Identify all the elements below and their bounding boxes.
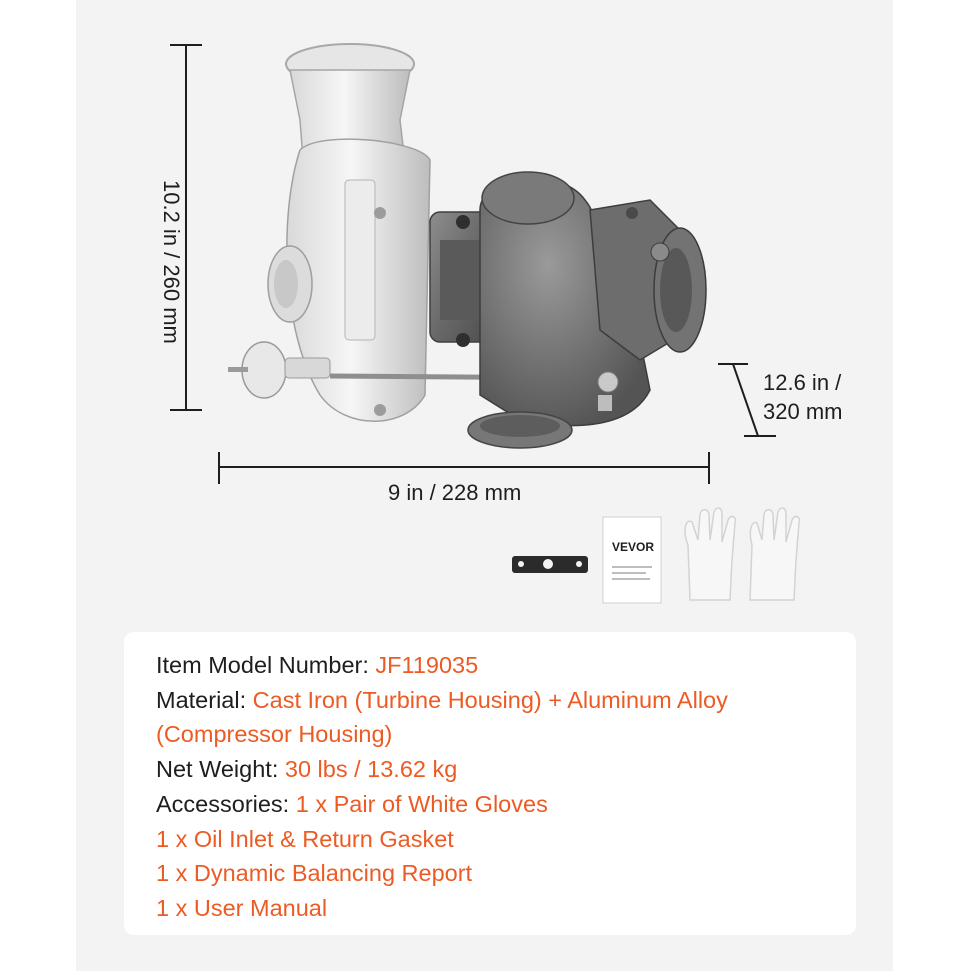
accessory-item: 1 x Dynamic Balancing Report [156,860,473,887]
spec-list: Item Model Number: JF119035 Material: Ca… [156,648,836,926]
accessory-item-line: 1 x Oil Inlet & Return Gasket [156,822,836,857]
gasket-image [512,556,588,573]
spec-material-value-2: (Compressor Housing) [156,721,393,748]
depth-dimension-label-line2: 320 mm [763,399,843,424]
accessory-item: 1 x Pair of White Gloves [295,790,548,817]
spec-card: Item Model Number: JF119035 Material: Ca… [124,632,856,935]
spec-model-value: JF119035 [375,652,479,678]
height-dimension-line [170,44,202,411]
accessory-item: 1 x Oil Inlet & Return Gasket [156,825,454,852]
center-housing [429,211,491,347]
height-dimension-label: 10.2 in / 260 mm [159,180,184,344]
width-dimension-label: 9 in / 228 mm [388,480,522,505]
width-dimension-line [218,452,710,484]
spec-weight-value: 30 lbs / 13.62 kg [284,756,458,783]
manual-brand-label: VEVOR [611,540,654,554]
compressor-housing [228,43,601,422]
spec-weight-label: Net Weight: [156,756,279,783]
spec-accessories-label: Accessories: [156,790,290,817]
white-gloves-image [684,507,801,601]
depth-dimension-label-line1: 12.6 in / [763,370,842,395]
spec-material-value: Cast Iron (Turbine Housing) + Aluminum A… [252,686,728,713]
spec-weight: Net Weight: 30 lbs / 13.62 kg [156,752,836,787]
spec-accessories: Accessories: 1 x Pair of White Gloves [156,787,836,822]
spec-model-label: Item Model Number: [156,652,369,678]
accessory-item-line: 1 x Dynamic Balancing Report [156,856,836,891]
turbine-housing [467,171,707,449]
depth-dimension-line [718,363,776,437]
accessory-item-line: 1 x User Manual [156,891,836,926]
spec-material: Material: Cast Iron (Turbine Housing) + … [156,683,836,718]
spec-material-label: Material: [156,686,247,713]
user-manual-image [602,516,662,604]
spec-model: Item Model Number: JF119035 [156,648,836,683]
spec-material-continued: (Compressor Housing) [156,717,836,752]
accessory-item: 1 x User Manual [156,894,328,921]
